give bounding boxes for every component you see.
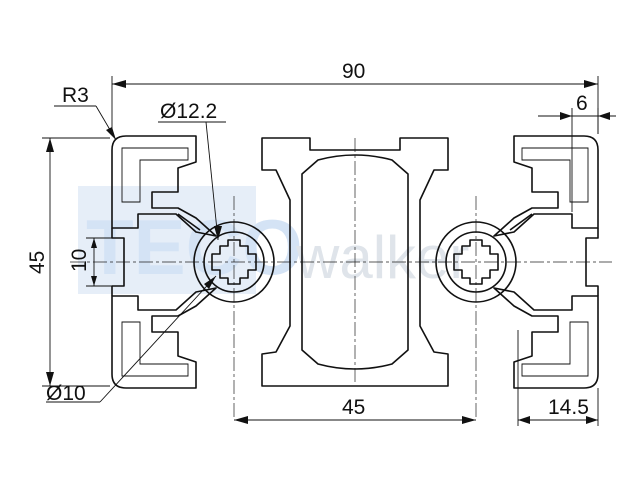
web-diagonal-1 bbox=[177, 213, 201, 231]
dim-corner-radius-label: R3 bbox=[62, 84, 89, 107]
left-node-ring bbox=[203, 231, 265, 293]
left-bore-star bbox=[211, 239, 257, 285]
right-node-outer bbox=[435, 221, 517, 303]
watermark-logo-box bbox=[78, 186, 256, 294]
dim-bore-large-label: Ø12.2 bbox=[160, 100, 217, 123]
right-top-corner-piece bbox=[493, 135, 599, 237]
dimension-bore-small: Ø10 bbox=[46, 275, 217, 405]
dim-center-spacing-label: 45 bbox=[342, 396, 365, 419]
right-bottom-corner-piece bbox=[493, 287, 599, 389]
dim-overall-width-label: 90 bbox=[342, 60, 365, 83]
dimension-edge-to-center: 14.5 bbox=[517, 330, 599, 426]
web-diagonal-2 bbox=[509, 213, 533, 231]
dimension-bore-large: Ø12.2 bbox=[158, 100, 226, 241]
left-top-inner-cavity bbox=[121, 147, 189, 203]
right-top-inner-cavity bbox=[521, 147, 589, 203]
dimension-overall-width: 90 bbox=[111, 60, 599, 134]
left-slot-lip bbox=[111, 228, 125, 296]
dimension-corner-radius: R3 bbox=[54, 84, 117, 141]
middle-upper-web bbox=[261, 137, 449, 387]
dimension-slot-width: 10 bbox=[68, 237, 124, 287]
watermark-brand-gray: walker bbox=[295, 224, 469, 291]
dimension-overall-height: 45 bbox=[26, 137, 110, 387]
dim-slot-width-label: 10 bbox=[68, 249, 91, 272]
dim-edge-to-center-label: 14.5 bbox=[548, 396, 589, 419]
left-node-outer bbox=[193, 221, 275, 303]
right-slot-lip bbox=[585, 228, 599, 296]
right-node-ring bbox=[445, 231, 507, 293]
left-bottom-corner-piece bbox=[111, 287, 217, 389]
left-top-corner-piece bbox=[111, 135, 217, 237]
center-lines bbox=[70, 138, 612, 420]
dim-bore-small-label: Ø10 bbox=[46, 382, 86, 405]
dimension-center-spacing: 45 bbox=[234, 396, 476, 424]
right-bottom-inner-cavity bbox=[521, 321, 589, 377]
middle-cavity bbox=[301, 154, 409, 370]
profile-outline bbox=[111, 135, 599, 389]
dim-slot-offset-label: 6 bbox=[576, 92, 588, 115]
left-bottom-inner-cavity bbox=[121, 321, 189, 377]
right-bore-star bbox=[453, 239, 499, 285]
dimension-slot-offset: 6 bbox=[538, 92, 616, 212]
dim-overall-height-label: 45 bbox=[26, 251, 49, 274]
